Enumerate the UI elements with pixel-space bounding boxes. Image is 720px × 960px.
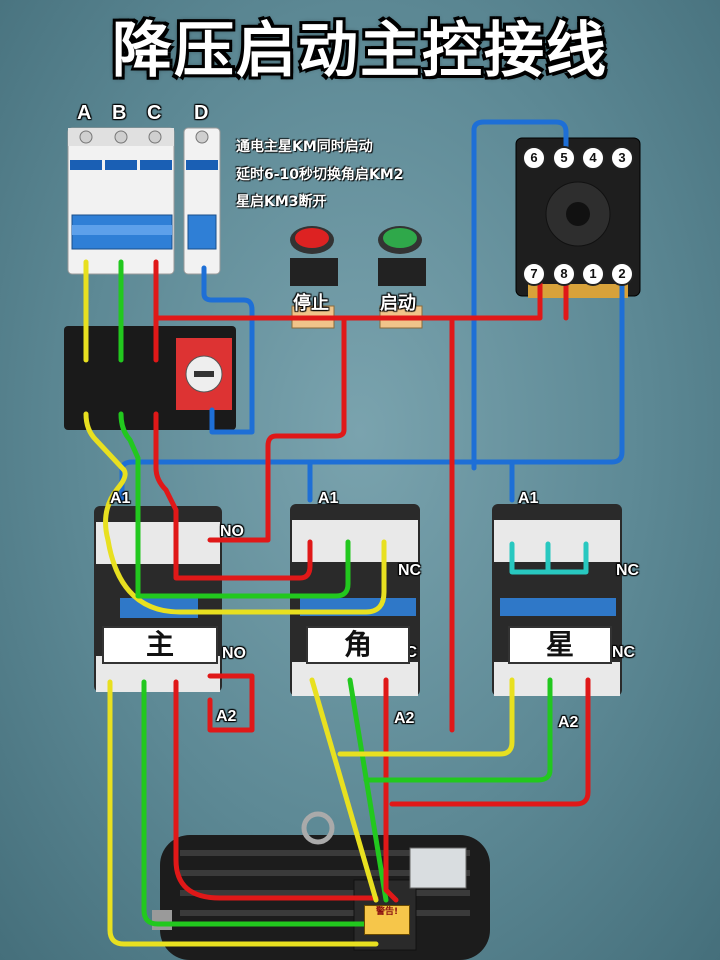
note-line-2: 延时6-10秒切换角启KM2 <box>236 167 404 183</box>
breaker-d <box>183 127 221 275</box>
relay-pin-1: 1 <box>581 262 605 286</box>
contactor-star-plate: 星 <box>508 626 612 664</box>
delta-nc-top-label: NC <box>398 562 422 579</box>
stop-button-label: 停止 <box>293 293 329 313</box>
star-a2-label: A2 <box>558 714 579 731</box>
wire-yellow-delta <box>309 677 379 903</box>
relay-pin-3: 3 <box>610 146 634 170</box>
delta-a1-label: A1 <box>318 490 339 507</box>
phase-label-b: B <box>112 102 127 124</box>
note-line-3: 星启KM3断开 <box>236 194 327 210</box>
wire-red-delta <box>383 677 399 903</box>
relay-pin-6: 6 <box>522 146 546 170</box>
motor-drawing <box>152 811 490 960</box>
wire-cyan-star <box>509 541 589 575</box>
contactor-star-drawing <box>492 504 622 696</box>
delta-a2-label: A2 <box>394 710 415 727</box>
thermal-relay-drawing <box>64 326 236 430</box>
main-no-bottom-label: NO <box>222 645 246 662</box>
relay-pin-8: 8 <box>552 262 576 286</box>
star-a1-label: A1 <box>518 490 539 507</box>
wire-red-control <box>153 279 543 321</box>
wire-green-star <box>363 677 553 783</box>
wire-yellow-star <box>337 677 515 757</box>
wire-red-motor <box>173 679 379 901</box>
relay-pin-4: 4 <box>581 146 605 170</box>
wire-blue-neutral <box>201 265 255 435</box>
phase-label-d: D <box>194 102 209 124</box>
contactor-main-plate: 主 <box>102 626 218 664</box>
breaker-abc <box>67 127 175 275</box>
contactor-main-drawing <box>94 506 222 692</box>
wire-yellow-motor <box>107 679 379 947</box>
wire-red-star <box>389 677 591 807</box>
wire-green-b <box>118 259 351 599</box>
star-nc-bottom-label: NC <box>612 644 636 661</box>
wire-yellow-a <box>83 259 387 615</box>
time-relay-drawing <box>515 137 641 298</box>
main-a2-label: A2 <box>216 708 237 725</box>
page-title: 降压启动主控接线 <box>112 16 608 86</box>
wire-red-c <box>153 259 313 581</box>
motor-warning-tag: 警告! <box>364 905 410 935</box>
contactor-delta-drawing <box>290 504 420 696</box>
wire-red-stop <box>207 315 347 543</box>
main-no-top-label: NO <box>220 523 244 540</box>
motor-warning-text: 警告! <box>375 907 399 917</box>
wire-green-motor <box>141 679 379 927</box>
main-a1-label: A1 <box>110 490 131 507</box>
relay-pin-7: 7 <box>522 262 546 286</box>
star-nc-top-label: NC <box>616 562 640 579</box>
phase-label-a: A <box>77 102 92 124</box>
contactor-delta-plate: 角 <box>306 626 410 664</box>
note-line-1: 通电主星KM同时启动 <box>236 139 373 155</box>
wire-red-no2 <box>207 673 255 733</box>
relay-pin-5: 5 <box>552 146 576 170</box>
wire-green-delta <box>347 677 389 903</box>
start-button-label: 启动 <box>380 293 416 313</box>
phase-label-c: C <box>147 102 162 124</box>
wire-blue-timer <box>471 119 569 471</box>
relay-pin-2: 2 <box>610 262 634 286</box>
